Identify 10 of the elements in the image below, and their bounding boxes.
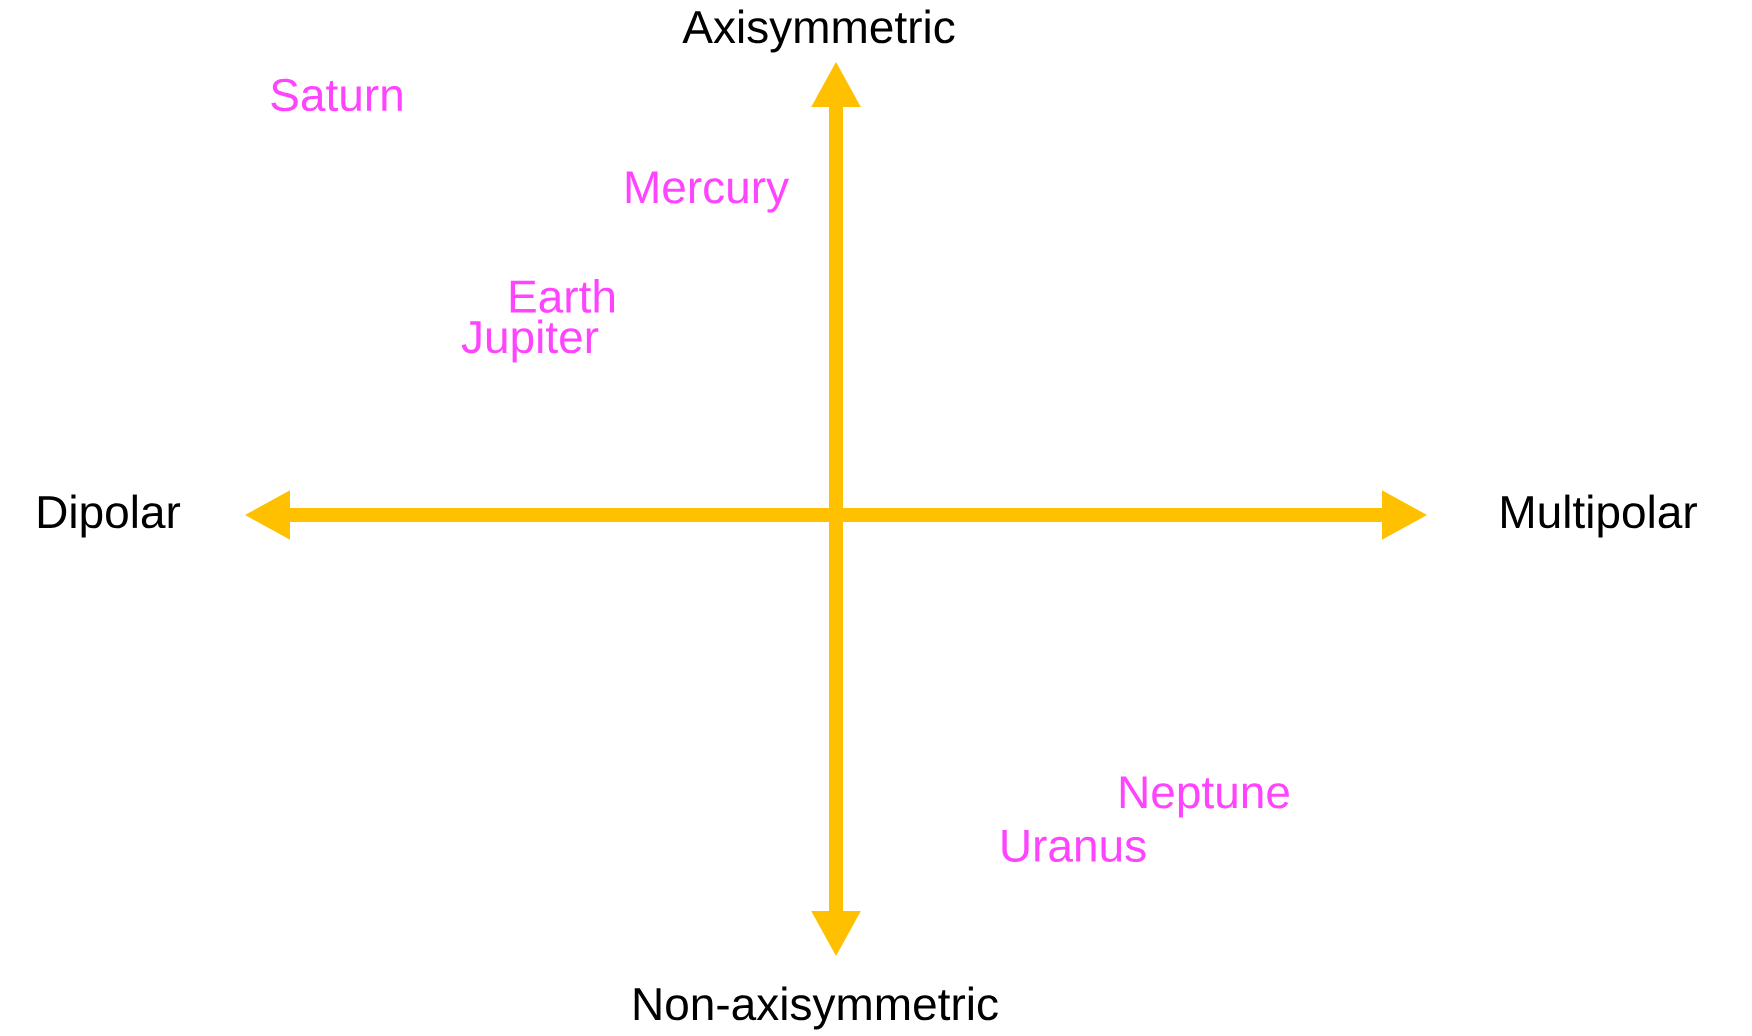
planet-label: Jupiter (461, 319, 599, 363)
planet-label: Uranus (1002, 829, 1146, 863)
planet-label: Earth (510, 279, 614, 313)
planet-label: Neptune (1120, 776, 1289, 818)
planet-label: Mercury (626, 171, 789, 213)
axis-label: Dipolar (38, 494, 181, 538)
axis-label: Multipolar (1502, 494, 1697, 538)
axis-label: Axisymmetric (682, 9, 955, 53)
axis-label: Non-axisymmetric (634, 986, 998, 1030)
planet-label: Saturn (271, 78, 402, 112)
